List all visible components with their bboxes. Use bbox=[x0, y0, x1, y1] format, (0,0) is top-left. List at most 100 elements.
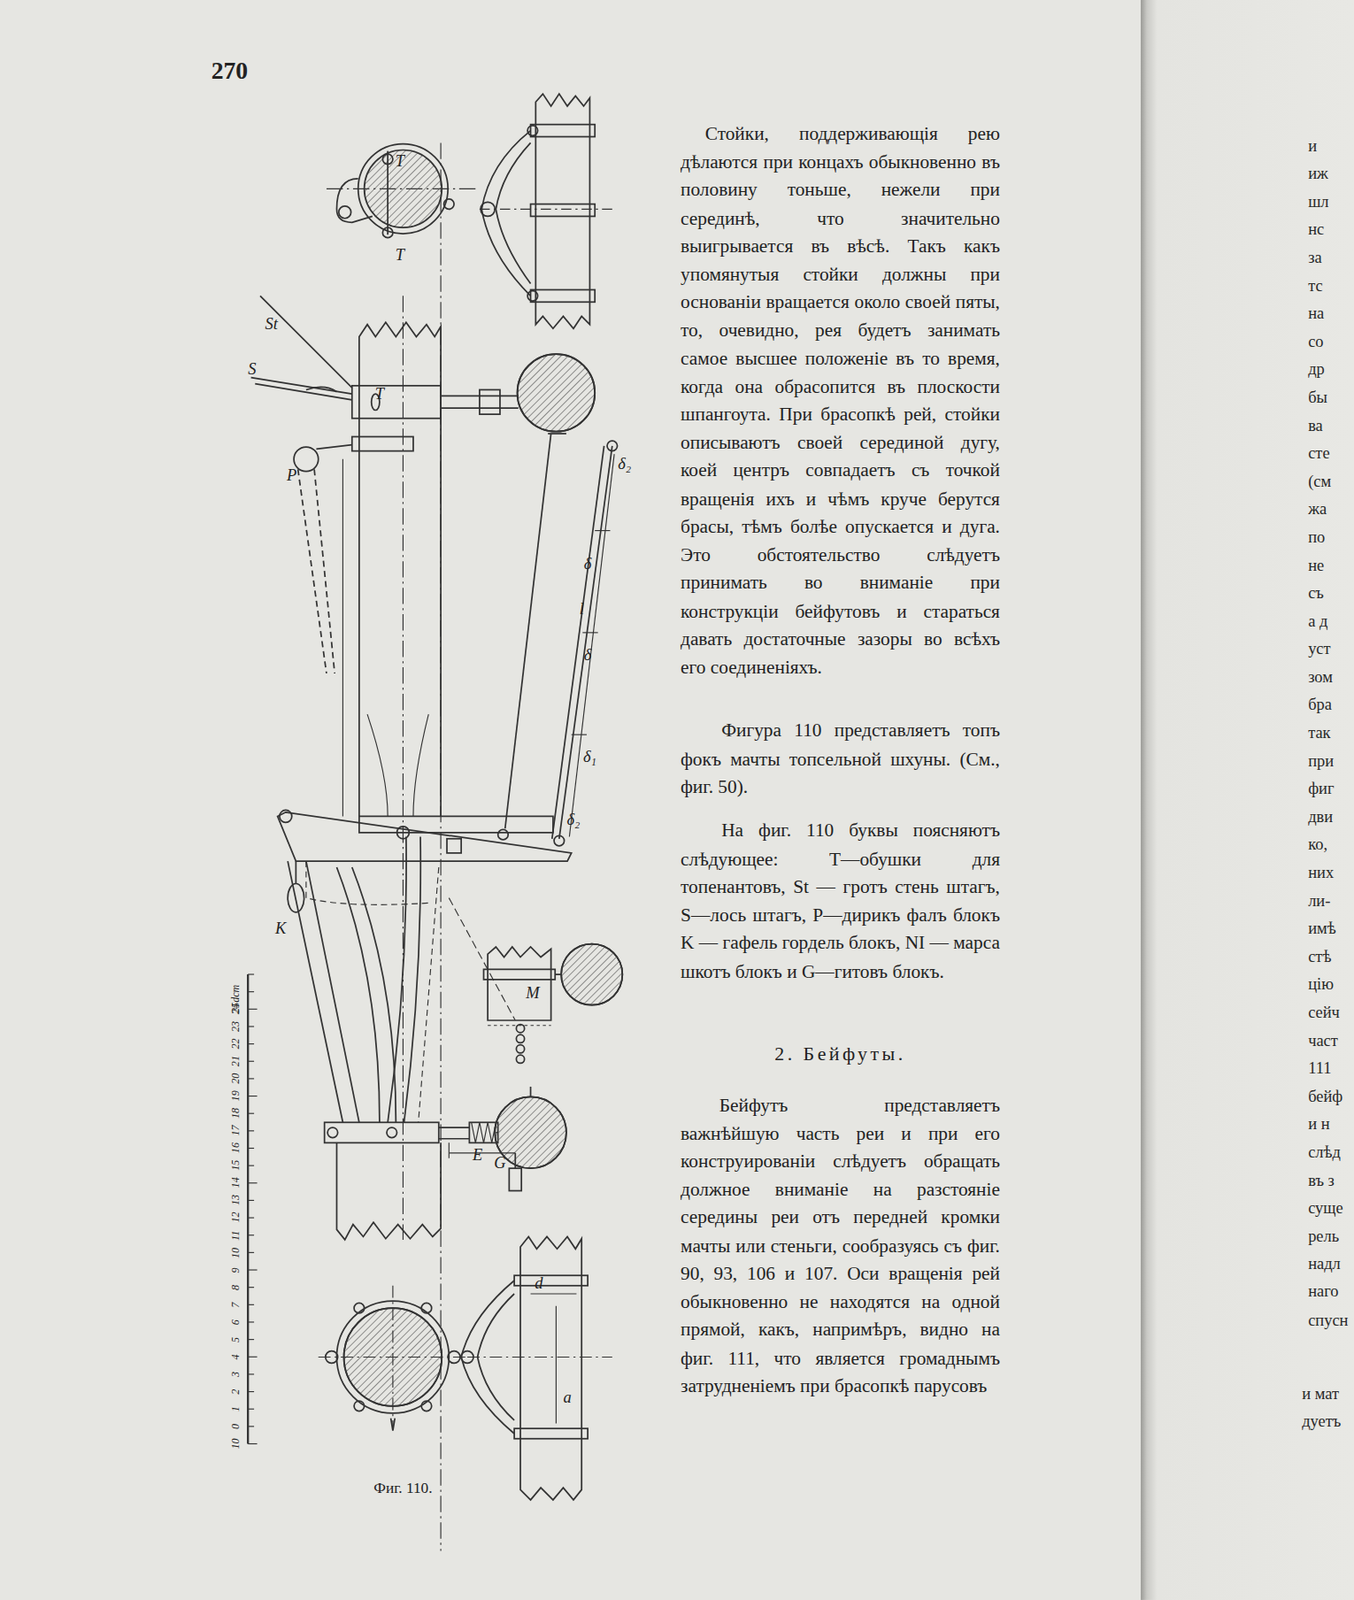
scale-number: 2 bbox=[230, 1389, 242, 1395]
body-paragraph: Стойки, поддерживающія рею дѣлаются при … bbox=[680, 120, 1001, 682]
ruler-tick bbox=[247, 1095, 257, 1097]
ruler-tick bbox=[247, 1077, 254, 1079]
facing-page-fragment: дуетъ bbox=[1301, 1412, 1341, 1431]
facing-page-fragment: ли- bbox=[1307, 891, 1331, 910]
facing-page-fragment: съ bbox=[1307, 584, 1324, 603]
scale-number: 15 bbox=[230, 1160, 242, 1171]
facing-page-fragment: при bbox=[1307, 752, 1334, 771]
part-letter: d bbox=[534, 1274, 543, 1293]
ruler-tick bbox=[247, 1304, 254, 1306]
scale-number: 19 bbox=[230, 1090, 242, 1101]
facing-page-fragment: них bbox=[1307, 863, 1334, 883]
facing-page-fragment: бейф bbox=[1307, 1087, 1343, 1107]
part-letter: K bbox=[275, 919, 286, 939]
ruler-tick bbox=[247, 1165, 254, 1167]
facing-page-fragment: надл bbox=[1307, 1254, 1341, 1274]
part-letter: P bbox=[286, 466, 297, 485]
ruler-tick bbox=[247, 1408, 254, 1410]
part-letter: δ₂ bbox=[566, 809, 580, 829]
scale-number: 23 bbox=[230, 1021, 242, 1032]
body-paragraph: На фиг. 110 буквы поясняютъ слѣдующее: T… bbox=[680, 817, 1001, 986]
ruler-tick bbox=[247, 1130, 254, 1131]
scale-number: 12 bbox=[230, 1212, 242, 1224]
ruler-tick bbox=[247, 1391, 254, 1393]
ruler-tick bbox=[247, 1425, 254, 1427]
facing-page-fragment: шл bbox=[1307, 192, 1329, 212]
mast-drawing bbox=[247, 93, 623, 1551]
facing-page-fragment: бра bbox=[1307, 695, 1332, 715]
scale-number: 10 bbox=[230, 1246, 242, 1258]
scale-number: 14 bbox=[230, 1177, 242, 1189]
scale-number: 6 bbox=[230, 1319, 242, 1325]
facing-page-fragment: част bbox=[1307, 1030, 1339, 1050]
scale-number: 11 bbox=[230, 1230, 242, 1240]
facing-page-fragment: на bbox=[1307, 304, 1324, 324]
scale-number: 3 bbox=[230, 1371, 242, 1378]
part-letter: T bbox=[395, 246, 405, 265]
part-letter: E bbox=[472, 1146, 483, 1165]
part-letter: δ₂ bbox=[617, 454, 631, 474]
ruler-tick bbox=[247, 1182, 257, 1184]
figure-caption: Фиг. 110. bbox=[346, 1479, 460, 1498]
ruler-tick bbox=[247, 1234, 254, 1236]
facing-page-fragment: рель bbox=[1307, 1227, 1339, 1247]
body-paragraph: Бейфутъ представляетъ важнѣйшую часть ре… bbox=[680, 1092, 1001, 1401]
facing-page-fragment: фиг bbox=[1307, 779, 1334, 799]
scale-number: 10 bbox=[230, 1438, 242, 1449]
ruler-tick bbox=[247, 1043, 254, 1045]
ruler-tick bbox=[247, 1373, 254, 1375]
facing-page-fragment: тс bbox=[1307, 276, 1323, 295]
facing-page-fragment: уст bbox=[1307, 639, 1331, 659]
facing-page-fragment: а д bbox=[1307, 612, 1328, 631]
facing-page-fragment: и мат bbox=[1301, 1384, 1339, 1404]
facing-page-fragment: наго bbox=[1307, 1283, 1339, 1302]
part-letter: T bbox=[375, 384, 385, 404]
facing-page-fragment: дви bbox=[1307, 807, 1333, 827]
ruler-tick bbox=[247, 1147, 254, 1149]
facing-page-fragment: так bbox=[1307, 723, 1331, 743]
facing-page-fragment: др bbox=[1307, 360, 1325, 379]
facing-page-fragment: ва bbox=[1307, 415, 1324, 435]
scale-number: 22 bbox=[230, 1038, 242, 1050]
part-letter: δ bbox=[584, 646, 593, 665]
ruler-tick bbox=[247, 1113, 254, 1115]
ruler-tick bbox=[247, 1252, 254, 1254]
scale-number: 4 bbox=[230, 1354, 242, 1360]
scale-number: 0 bbox=[230, 1423, 242, 1430]
facing-page-fragment: иж bbox=[1307, 164, 1329, 184]
ruler-tick bbox=[247, 1321, 254, 1323]
facing-page-fragment: сте bbox=[1307, 444, 1330, 463]
facing-page-fragment: имѣ bbox=[1307, 919, 1337, 939]
ruler-tick bbox=[247, 1443, 257, 1445]
part-letter: S bbox=[247, 360, 256, 379]
facing-page bbox=[1140, 0, 1354, 1600]
ruler-tick bbox=[247, 1269, 257, 1270]
facing-page-fragment: бы bbox=[1307, 388, 1328, 408]
facing-page-fragment: 111 bbox=[1307, 1059, 1331, 1078]
scale-number: 5 bbox=[230, 1337, 242, 1343]
ruler-tick bbox=[247, 1200, 254, 1201]
facing-page-fragment: по bbox=[1307, 528, 1325, 547]
ruler-tick bbox=[247, 1356, 257, 1358]
scale-number: 16 bbox=[230, 1142, 242, 1154]
part-letter: a bbox=[562, 1388, 571, 1408]
section-heading: 2. Бейфуты. bbox=[680, 1040, 1001, 1068]
scale-number: 7 bbox=[230, 1301, 242, 1308]
scale-number: 21 bbox=[230, 1055, 242, 1067]
facing-page-fragment: цію bbox=[1307, 975, 1334, 994]
facing-page-fragment: не bbox=[1307, 555, 1324, 575]
facing-page-fragment: спусн bbox=[1307, 1310, 1348, 1330]
facing-page-fragment: (см bbox=[1307, 472, 1331, 492]
facing-page-fragment: и н bbox=[1307, 1115, 1330, 1134]
scale-number: 25dcm bbox=[230, 984, 242, 1013]
part-letter: M bbox=[525, 983, 539, 1002]
part-letter: St bbox=[265, 315, 278, 334]
ruler-tick bbox=[247, 1008, 257, 1010]
facing-page-fragment: жа bbox=[1307, 500, 1327, 519]
scale-number: 20 bbox=[230, 1073, 242, 1085]
facing-page-fragment: ко, bbox=[1307, 835, 1328, 854]
scale-number: 1 bbox=[230, 1406, 242, 1412]
facing-page-fragment: слѣд bbox=[1307, 1143, 1341, 1162]
